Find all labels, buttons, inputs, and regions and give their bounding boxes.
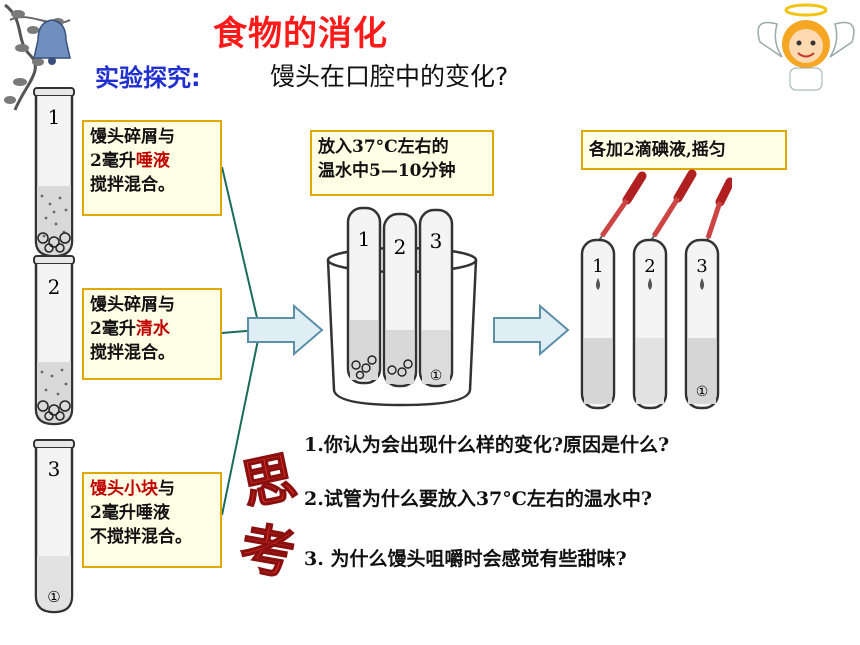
tube-2-description: 馒头碎屑与 2毫升清水 搅拌混合。 [82,288,222,380]
beaker-tube-1-number: 1 [358,227,371,251]
tube-3-bottom-mark: ① [47,588,60,606]
test-tube-2: 2 [33,255,75,426]
beaker-tube-3: 3 ① [418,208,454,388]
tube-1-line1: 馒头碎屑与 [90,127,175,147]
iodine-tube-3-bottom-mark: ① [696,384,709,400]
tube-1-number: 1 [48,105,61,129]
tube-3-line1: 馒头小块与 [90,479,175,499]
bell-icon [33,19,71,65]
think-char-1: 思 [236,445,302,518]
beaker-tube-3-bottom-mark: ① [430,368,443,384]
arrow-right-icon-2 [493,304,570,356]
tube-2-line2: 2毫升清水 [90,319,170,339]
vine-bell-decoration [4,3,71,111]
dropper-icon-2 [649,169,697,243]
test-tube-1: 1 [33,87,75,258]
small-piece-highlight: 馒头小块 [90,479,158,499]
iodine-tubes: 1 2 3 ① [580,169,732,410]
question-2: 2.试管为什么要放入37°C左右的温水中? [304,488,653,510]
iodine-tube-3: 3 ① [684,238,720,410]
tube-2-line1: 馒头碎屑与 [90,295,175,315]
tube-3-description: 馒头小块与 2毫升唾液 不搅拌混合。 [82,472,222,568]
question-1: 1.你认为会出现什么样的变化?原因是什么? [304,434,670,456]
tube-1-line2: 2毫升唾液 [90,151,170,171]
iodine-note: 各加2滴碘液,摇匀 [581,130,787,170]
iodine-tube-1: 1 [580,238,616,410]
test-tube-3: 3 ① [33,439,75,614]
angel-decoration [757,3,855,91]
water-bath-note-line2: 温水中5—10分钟 [318,161,456,181]
saliva-highlight: 唾液 [135,151,170,171]
beaker-water-bath: 1 2 3 ① [326,206,478,407]
beaker-tube-2: 2 [382,212,418,388]
water-bath-note-line1: 放入37°C左右的 [318,137,449,157]
beaker-tube-2-number: 2 [394,235,407,259]
dropper-icon [597,171,647,243]
iodine-tube-3-number: 3 [696,256,707,277]
question-list: 1.你认为会出现什么样的变化?原因是什么? 2.试管为什么要放入37°C左右的温… [304,430,669,571]
water-highlight: 清水 [135,319,170,339]
beaker-tube-3-number: 3 [430,229,443,253]
tube-2-number: 2 [48,275,61,299]
iodine-tube-2: 2 [632,238,668,410]
tube-3-line2: 2毫升唾液 [90,503,170,523]
question-3: 3. 为什么馒头咀嚼时会感觉有些甜味? [304,548,627,570]
tube-1-description: 馒头碎屑与 2毫升唾液 搅拌混合。 [82,120,222,216]
experiment-label: 实验探究: [95,64,201,92]
think-char-2: 考 [235,516,299,587]
iodine-tube-1-number: 1 [592,256,603,277]
tube-1-line3: 搅拌混合。 [90,175,175,195]
think-label: 思 考 [235,444,302,588]
iodine-tube-2-number: 2 [644,256,655,277]
tube-2-line3: 搅拌混合。 [90,343,175,363]
experiment-question: 馒头在口腔中的变化? [270,62,509,91]
tube-3-number: 3 [48,457,61,481]
iodine-note-text: 各加2滴碘液,摇匀 [589,140,726,160]
arrow-right-icon [247,304,324,356]
page-title: 食物的消化 [213,14,388,54]
tube-3-line3: 不搅拌混合。 [90,527,192,547]
water-bath-note: 放入37°C左右的 温水中5—10分钟 [310,130,494,196]
dropper-icon-3 [705,177,732,245]
beaker-tube-1: 1 [346,206,382,385]
